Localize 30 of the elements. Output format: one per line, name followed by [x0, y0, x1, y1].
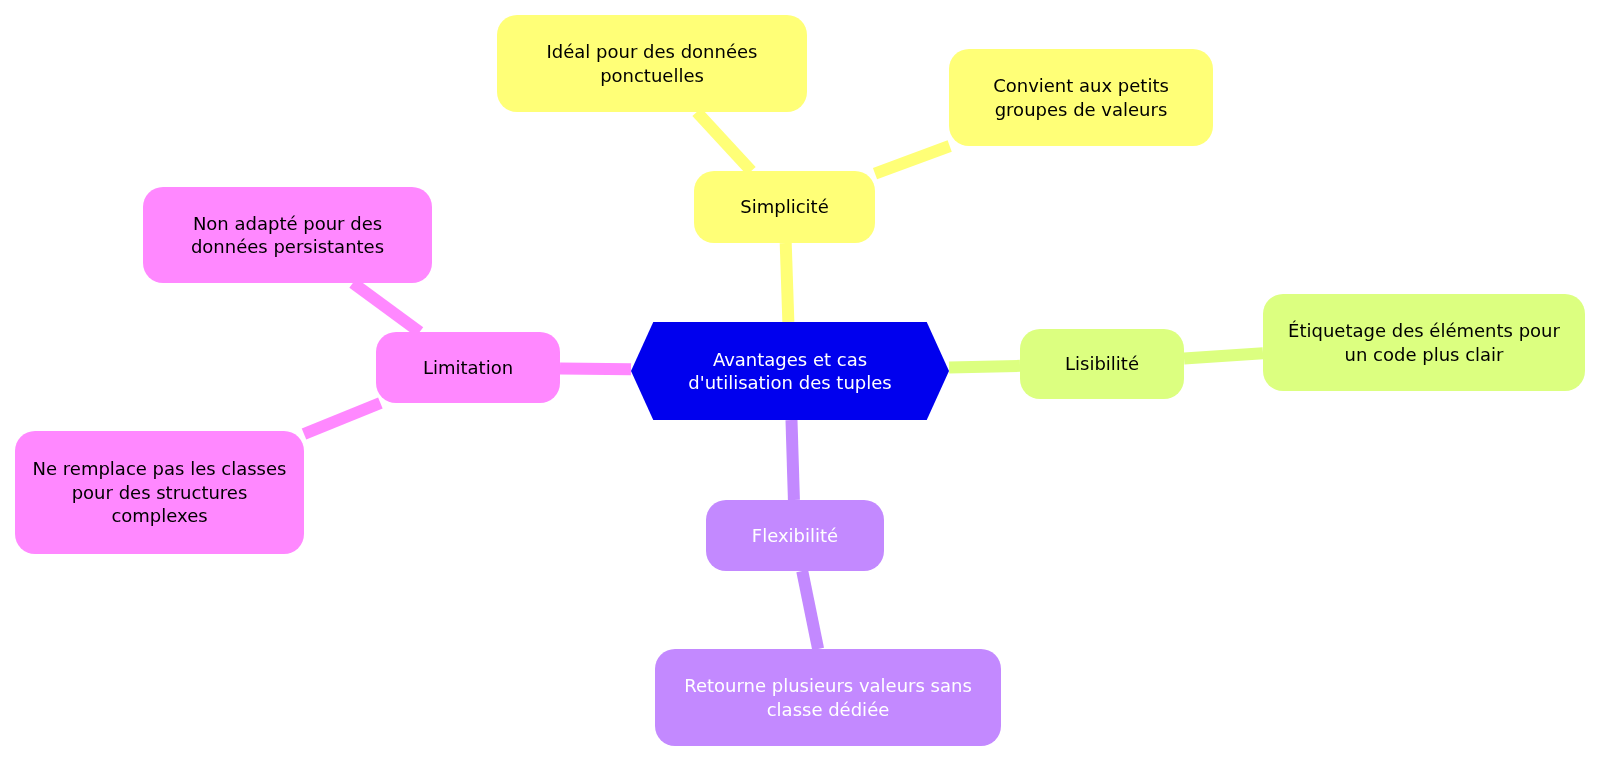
leaf-topic-box — [143, 187, 432, 283]
leaf-topic-box — [655, 649, 1001, 746]
connector-line — [1183, 347, 1264, 365]
leaf-topic-box — [15, 431, 304, 554]
branch-topic-box — [1020, 329, 1184, 399]
connector-line — [948, 359, 1021, 374]
branch-topic-box — [706, 500, 884, 571]
topic-text: Avantages et cas d'utilisation des tuples — [687, 347, 893, 395]
connector-line — [796, 569, 824, 651]
topic-text: Étiquetage des éléments pour un code plus clair — [1287, 319, 1561, 366]
central-topic-hexagon — [631, 322, 949, 420]
leaf-topic-box — [1263, 294, 1585, 391]
topic-text: Lisibilité — [1065, 352, 1139, 376]
topic-text: Flexibilité — [751, 523, 839, 548]
branch-topic-box — [376, 332, 560, 403]
topic-text: Convient aux petits groupes de valeurs — [992, 74, 1170, 121]
topic-text: Limitation — [422, 355, 514, 380]
connector-line — [872, 140, 952, 180]
connector-line — [301, 397, 383, 440]
topic-text: Non adapté pour des données persistantes — [189, 211, 386, 259]
connector-line — [559, 362, 632, 376]
leaf-topic-box — [497, 15, 807, 112]
topic-text: Ne remplace pas les classes pour des structures complexes — [31, 457, 288, 528]
connector-line — [779, 242, 795, 323]
topic-text: Idéal pour des données ponctuelles — [545, 40, 759, 87]
topic-text: Simplicité — [740, 195, 829, 219]
topic-text: Retourne plusieurs valeurs sans classe dédiée — [683, 674, 973, 721]
branch-topic-box — [694, 171, 875, 243]
connector-line — [785, 419, 800, 501]
leaf-topic-box — [949, 49, 1213, 146]
